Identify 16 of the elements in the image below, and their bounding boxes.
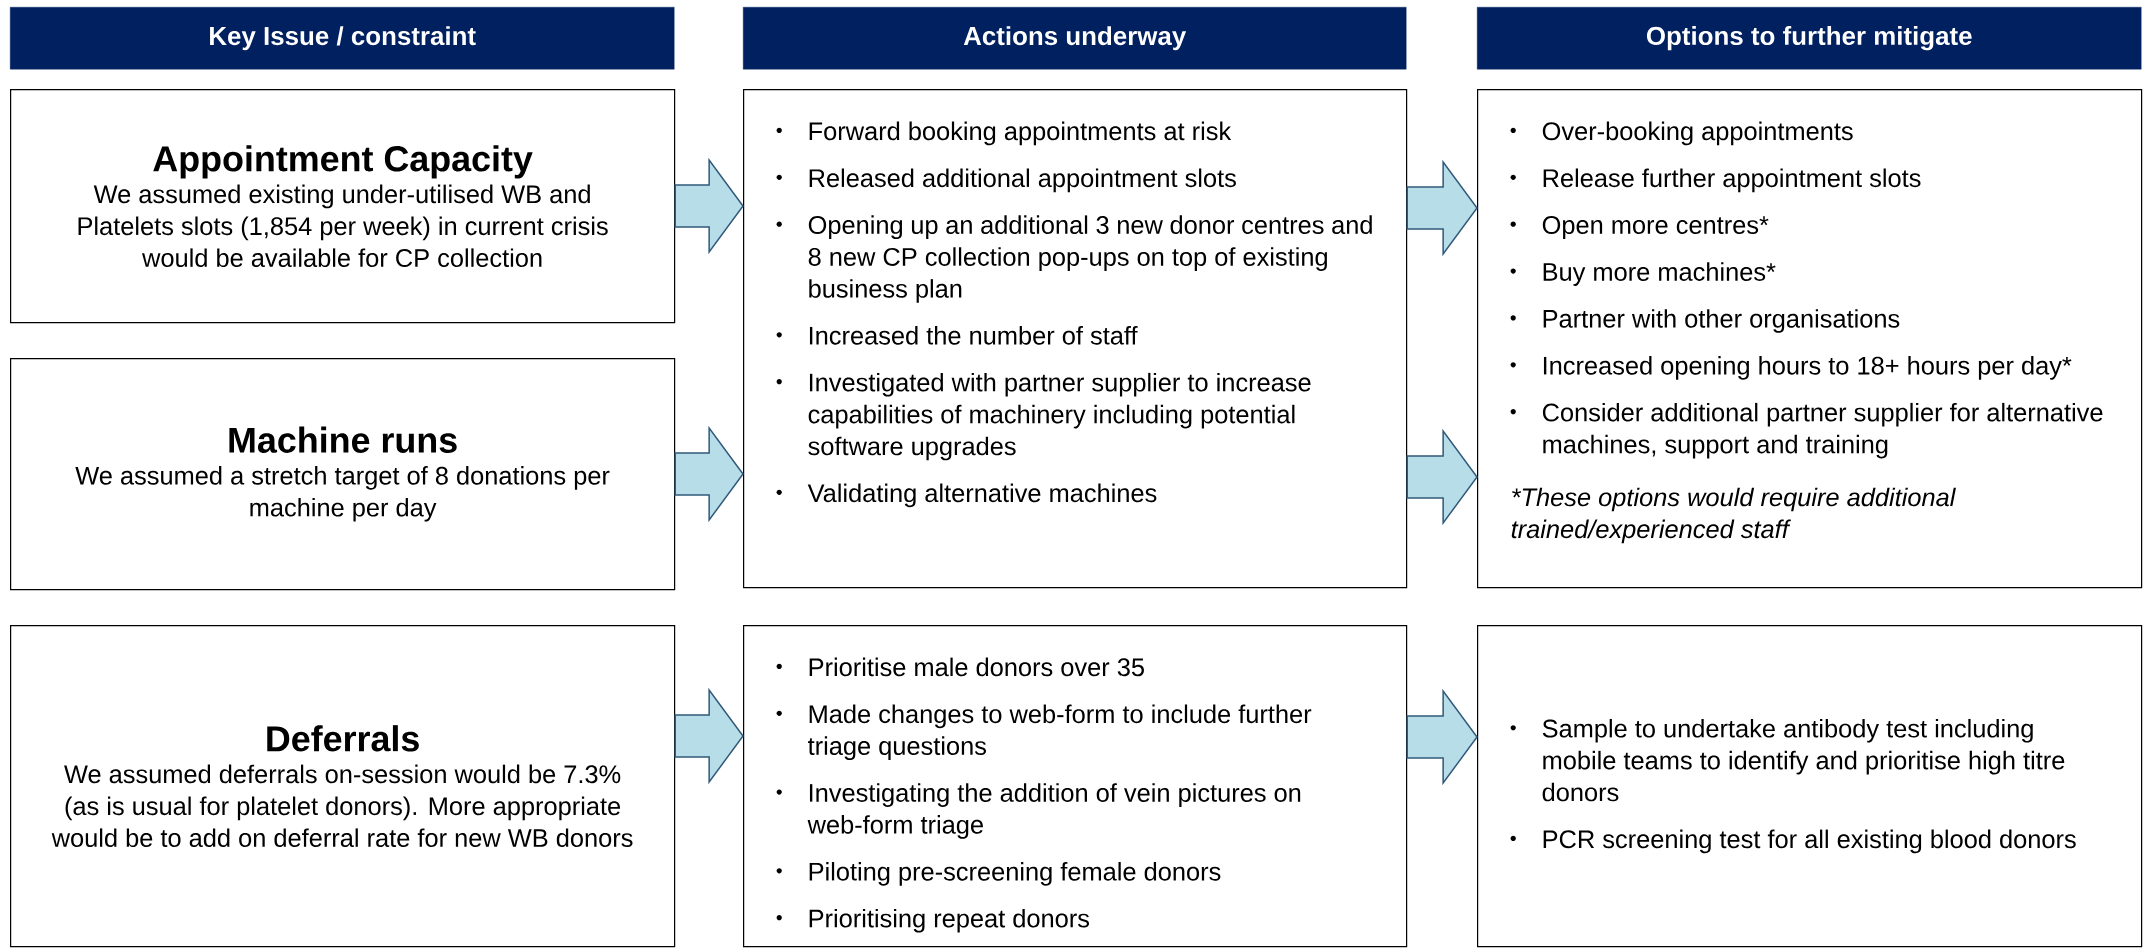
action-box: Forward booking appointments at risk Released additional appointment slots Opening up an additional 3 new donor centres and 8 new CP collection pop-ups on top of existing business plan Increased the number of staff Investigated with partner supplier to increase capabilities of machinery including potential software upgrades Validating alternative machines [743, 89, 1408, 589]
option-box: Over-booking appointments Release further appointment slots Open more centres* Buy more machines* Partner with other organisations Increased opening hours to 18+ hours per day* Consider additional partner supplier for alternative machines, support and training *These options would require additional trained/experienced staff [1477, 89, 2143, 589]
action-box: Prioritise male donors over 35 Made changes to web-form to include further triage questions Investigating the addition of vein pictures on web-form triage Piloting pre-screening female donors Prioritising repeat donors [743, 625, 1408, 948]
issue-box: Appointment Capacity We assumed existing under-utilised WB and Platelets slots (1,854 per week) in current crisis would be available for CP collection [10, 89, 676, 324]
issue-box: Deferrals We assumed deferrals on-session would be 7.3% (as is usual for platelet donors). More appropriate would be to add on deferral rate for new WB donors [10, 625, 676, 948]
block-arrow [674, 157, 744, 255]
block-arrow [674, 425, 744, 523]
column-header: Key Issue / constraint [10, 7, 675, 70]
action-box: Sample to undertake antibody test including mobile teams to identify and prioritise high titre donors PCR screening test for all existing blood donors [1477, 625, 2143, 948]
column-header: Actions underway [743, 7, 1407, 70]
block-arrow [1406, 159, 1478, 257]
block-arrow [1406, 428, 1478, 526]
block-arrow [674, 687, 744, 785]
column-header: Options to further mitigate [1477, 7, 2142, 70]
block-arrow [1406, 688, 1478, 786]
issue-box: Machine runs We assumed a stretch target of 8 donations per machine per day [10, 358, 676, 591]
